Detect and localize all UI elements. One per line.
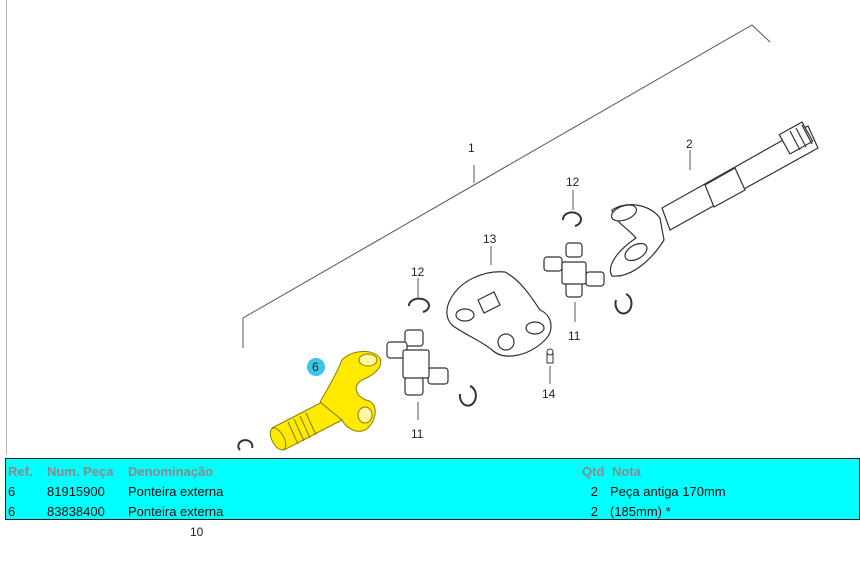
table-row[interactable]: 6 83838400 Ponteira externa 2 (185mm) * bbox=[6, 502, 859, 522]
header-description[interactable]: Denominação bbox=[128, 464, 214, 479]
callout-13[interactable]: 13 bbox=[483, 232, 497, 246]
cell-note: Peça antiga 170mm bbox=[610, 484, 726, 499]
cell-ref: 6 bbox=[8, 504, 16, 519]
callout-labels: 1 2 13 12 12 11 11 11 14 6 bbox=[307, 137, 693, 441]
header-ref[interactable]: Ref. bbox=[8, 464, 33, 479]
cell-part-number: 81915900 bbox=[47, 484, 105, 499]
left-border bbox=[6, 0, 7, 455]
cell-note: (185mm) * bbox=[610, 504, 671, 519]
table-header: Ref. Num. Peça Denominação Qtd Nota bbox=[6, 462, 859, 482]
part-11-cross-lower[interactable] bbox=[386, 329, 449, 396]
callout-1[interactable]: 1 bbox=[468, 141, 475, 155]
part-14-grease-nipple[interactable] bbox=[546, 348, 554, 364]
callout-14[interactable]: 14 bbox=[542, 387, 556, 401]
cell-description: Ponteira externa bbox=[128, 484, 224, 499]
callout-11-right[interactable]: 11 bbox=[568, 329, 581, 343]
part-6-outer-stub-shaft[interactable] bbox=[267, 351, 382, 452]
snap-rings[interactable] bbox=[237, 211, 633, 451]
cell-quantity: 2 bbox=[590, 484, 598, 499]
cell-quantity: 2 bbox=[590, 504, 598, 519]
callout-10[interactable]: 10 bbox=[190, 525, 204, 539]
callout-12-upper[interactable]: 12 bbox=[566, 175, 580, 189]
part-11-cross-upper[interactable] bbox=[543, 242, 605, 298]
callout-12-lower[interactable]: 12 bbox=[411, 265, 425, 279]
cell-description: Ponteira externa bbox=[128, 504, 224, 519]
part-13-housing[interactable] bbox=[446, 271, 552, 357]
callout-6[interactable]: 6 bbox=[312, 360, 319, 374]
callout-2[interactable]: 2 bbox=[686, 137, 693, 151]
assembly-bracket bbox=[242, 24, 771, 348]
part-2-shaft[interactable] bbox=[609, 121, 819, 277]
header-part-number[interactable]: Num. Peça bbox=[47, 464, 114, 479]
cell-ref: 6 bbox=[8, 484, 16, 499]
callout-6-marker[interactable] bbox=[307, 358, 325, 376]
callout-11-middle[interactable]: 11 bbox=[411, 427, 424, 441]
header-note[interactable]: Nota bbox=[612, 464, 641, 479]
table-row[interactable]: 6 81915900 Ponteira externa 2 Peça antig… bbox=[6, 482, 859, 502]
parts-table: Ref. Num. Peça Denominação Qtd Nota 6 81… bbox=[5, 458, 860, 520]
header-quantity[interactable]: Qtd bbox=[582, 464, 605, 479]
cell-part-number: 83838400 bbox=[47, 504, 105, 519]
